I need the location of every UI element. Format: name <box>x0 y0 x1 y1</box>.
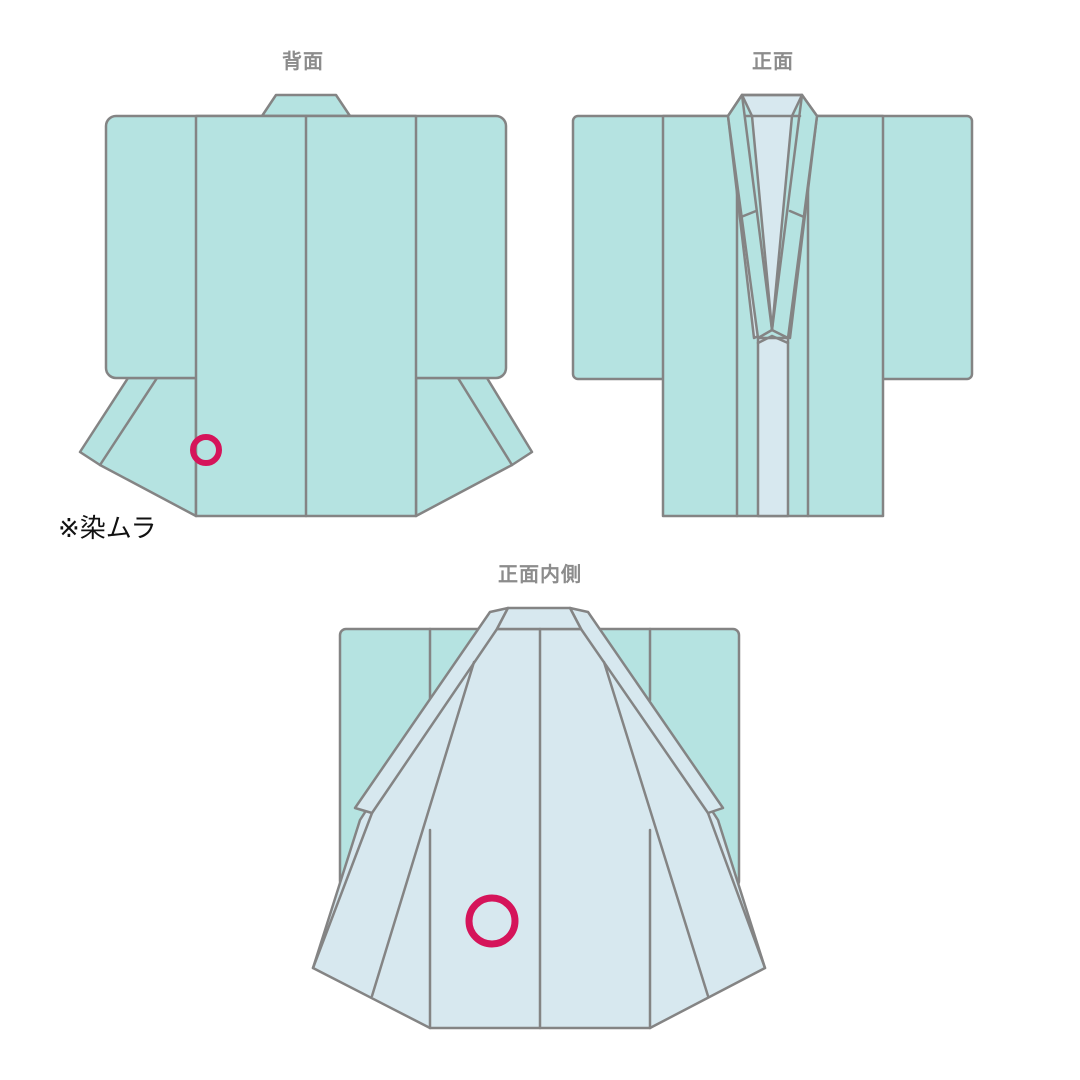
front-view-title: 正面 <box>752 49 794 73</box>
front-center-lining <box>756 336 790 518</box>
inner-view <box>311 606 767 1030</box>
back-view-title: 背面 <box>282 49 324 73</box>
back-collar <box>260 93 352 118</box>
front-collar-left <box>726 93 774 340</box>
stain-note: ※染ムラ <box>58 514 157 544</box>
back-view <box>78 93 534 518</box>
defect-marker-back <box>190 434 222 466</box>
front-view <box>571 93 974 518</box>
defect-marker-inner <box>465 894 519 948</box>
inner-neck <box>495 606 583 631</box>
front-collar-right <box>770 93 819 340</box>
back-skirt-right <box>414 376 534 518</box>
inner-view-title: 正面内側 <box>498 562 582 586</box>
back-skirt-left <box>78 376 198 518</box>
